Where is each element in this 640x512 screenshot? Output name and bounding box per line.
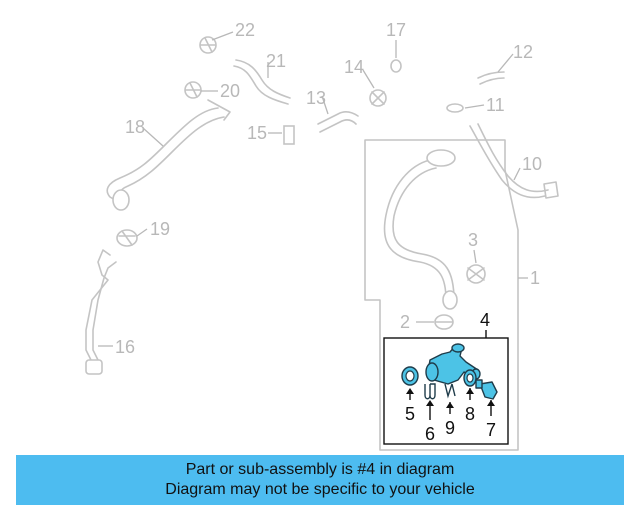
callout-9: 9 bbox=[445, 418, 455, 438]
assembly-1-panel bbox=[364, 139, 519, 451]
callout-5: 5 bbox=[405, 404, 415, 424]
callout-11: 11 bbox=[486, 95, 505, 115]
o-ring-11[interactable] bbox=[446, 103, 464, 113]
callout-16: 16 bbox=[115, 337, 135, 357]
callout-4: 4 bbox=[480, 310, 490, 330]
hose-13[interactable] bbox=[317, 111, 359, 125]
callout-1: 1 bbox=[530, 268, 540, 288]
hose-21[interactable] bbox=[235, 59, 291, 99]
info-banner: Part or sub-assembly is #4 in diagram Di… bbox=[16, 455, 624, 505]
hose-18[interactable] bbox=[106, 107, 219, 204]
sensor-7[interactable] bbox=[479, 381, 498, 400]
callout-3: 3 bbox=[468, 230, 478, 250]
callout-6: 6 bbox=[425, 424, 435, 444]
callout-2: 2 bbox=[400, 312, 410, 332]
callout-19: 19 bbox=[150, 219, 170, 239]
callout-21: 21 bbox=[266, 51, 286, 71]
o-ring-17[interactable] bbox=[390, 59, 402, 73]
parts-diagram: 22 21 20 18 15 13 14 17 12 11 10 19 16 3… bbox=[85, 20, 559, 451]
callout-8: 8 bbox=[465, 404, 475, 424]
callout-18: 18 bbox=[125, 117, 145, 137]
hose-12[interactable] bbox=[477, 71, 505, 79]
banner-line-2: Diagram may not be specific to your vehi… bbox=[165, 481, 475, 498]
callout-13: 13 bbox=[306, 88, 326, 108]
hose-assembly-1[interactable] bbox=[383, 159, 447, 301]
callout-14: 14 bbox=[344, 57, 364, 77]
part-15[interactable] bbox=[283, 125, 295, 145]
callout-7: 7 bbox=[486, 420, 496, 440]
callout-22: 22 bbox=[235, 20, 255, 40]
banner-line-1: Part or sub-assembly is #4 in diagram bbox=[185, 461, 455, 478]
callout-15: 15 bbox=[247, 123, 267, 143]
hose-16[interactable] bbox=[85, 249, 111, 363]
clip-6[interactable] bbox=[424, 383, 436, 400]
callout-12: 12 bbox=[513, 42, 533, 62]
clip-9[interactable] bbox=[444, 383, 456, 399]
callout-20: 20 bbox=[220, 81, 240, 101]
hose-10[interactable] bbox=[469, 125, 546, 199]
sub-assembly-4-box[interactable] bbox=[383, 337, 509, 445]
callout-17: 17 bbox=[386, 20, 406, 40]
callout-10: 10 bbox=[522, 154, 542, 174]
